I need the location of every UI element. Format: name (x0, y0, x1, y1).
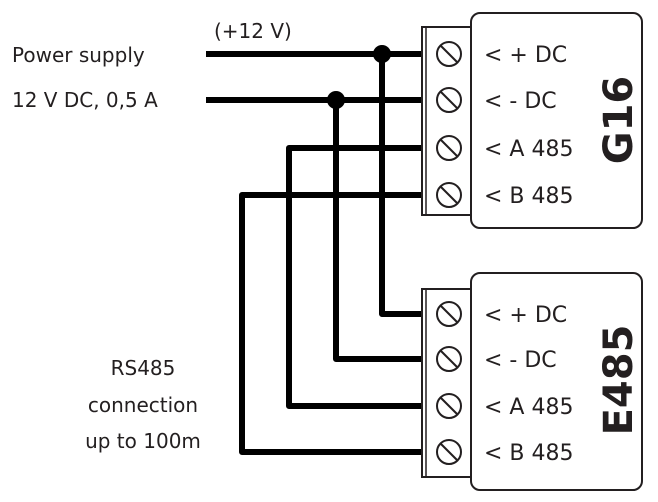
device-name-e485: E485 (596, 325, 642, 436)
terminal-label: < - DC (484, 89, 557, 114)
rs485-connection-label: connection (88, 393, 198, 417)
junction-dot-plus (373, 45, 391, 63)
rs485-label: RS485 (111, 356, 176, 380)
terminal-label: < B 485 (484, 441, 574, 466)
terminal-label: < B 485 (484, 184, 574, 209)
junction-dot-minus (327, 91, 345, 109)
terminal-label: < + DC (484, 303, 567, 328)
device-e485: < + DC < - DC < A 485 < B 485 E485 (421, 272, 643, 491)
power-supply-spec: 12 V DC, 0,5 A (12, 88, 158, 112)
terminal-label: < A 485 (484, 395, 573, 420)
device-g16: < + DC < - DC < A 485 < B 485 G16 (421, 12, 643, 229)
wires (206, 51, 422, 455)
terminal-label: < - DC (484, 348, 557, 373)
screw-terminal-icon (436, 439, 462, 465)
screw-terminal-icon (436, 301, 462, 327)
device-name-g16: G16 (596, 76, 642, 165)
wire-plus-dc-to-e485 (379, 54, 422, 317)
terminal-label: < + DC (484, 43, 567, 68)
voltage-tag: (+12 V) (214, 19, 292, 43)
wire-minus-dc-to-e485 (333, 100, 422, 362)
screw-terminal-icon (436, 346, 462, 372)
power-supply-label: Power supply (12, 43, 145, 67)
wire-a485 (286, 145, 422, 409)
screw-terminal-icon (436, 41, 462, 67)
terminal-label: < A 485 (484, 137, 573, 162)
screw-terminal-icon (436, 135, 462, 161)
screw-terminal-icon (436, 393, 462, 419)
screw-terminal-icon (436, 182, 462, 208)
screw-terminal-icon (436, 87, 462, 113)
rs485-distance-label: up to 100m (85, 429, 201, 453)
wire-b485 (239, 192, 422, 455)
